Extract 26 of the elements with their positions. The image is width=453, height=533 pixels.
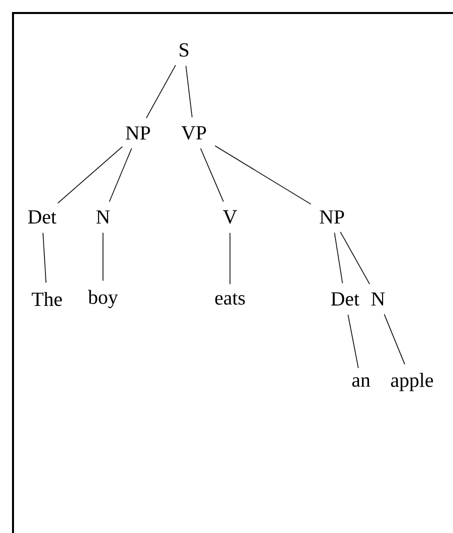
tree-label: boy <box>88 290 118 308</box>
tree-label: S <box>180 43 188 57</box>
tree-label: apple <box>391 372 433 392</box>
tree-branch <box>334 232 343 284</box>
tree-branch <box>108 148 132 202</box>
tree-branch <box>200 148 224 202</box>
tree-label: eats <box>215 293 245 305</box>
tree-label: NP <box>320 210 344 224</box>
tree-branch <box>384 314 406 365</box>
tree-branch <box>348 314 359 368</box>
tree-label: The <box>32 292 62 306</box>
tree-label: N <box>96 210 110 224</box>
tree-branch <box>186 65 192 118</box>
tree-label: Det <box>331 292 360 306</box>
tree-label: N <box>371 292 385 306</box>
tree-branch <box>340 232 370 284</box>
tree-branch <box>42 232 46 284</box>
tree-branch <box>214 145 312 205</box>
tree-label: NP <box>126 126 150 140</box>
tree-label: VP <box>181 126 206 140</box>
tree-branch <box>102 232 104 282</box>
tree-branch <box>146 64 176 118</box>
tree-branch <box>57 146 123 204</box>
tree-label: V <box>223 210 237 224</box>
tree-label: an <box>352 377 370 387</box>
tree-label: Det <box>28 210 56 224</box>
